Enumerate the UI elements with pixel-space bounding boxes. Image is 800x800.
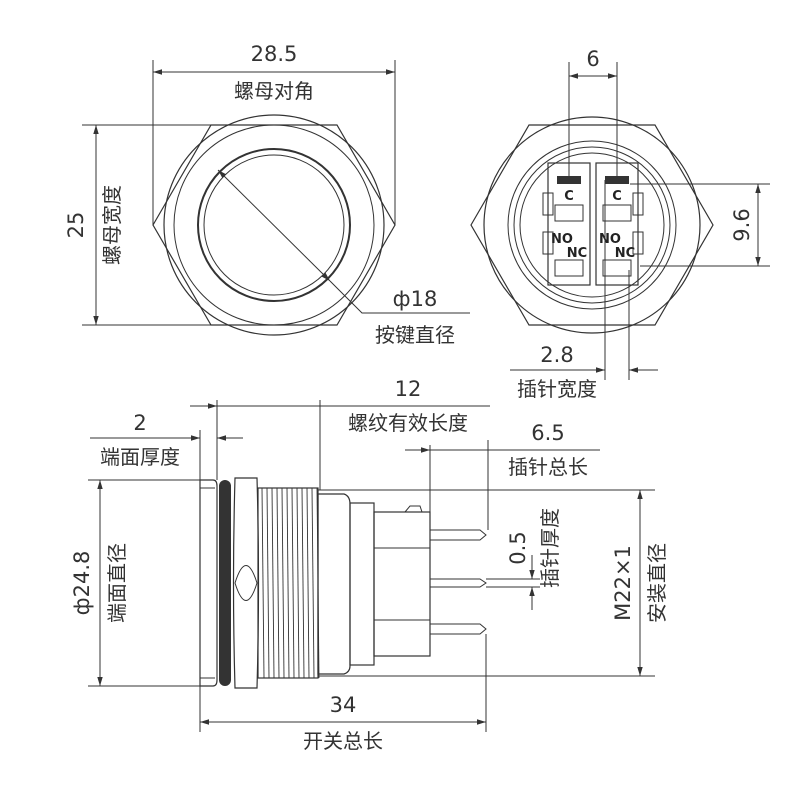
pin-thickness-label: 插针厚度 xyxy=(538,508,562,588)
rear-hex-nut xyxy=(470,124,714,326)
face-thickness-value: 2 xyxy=(133,411,146,435)
rear-housing-ring-3 xyxy=(519,152,665,298)
pin-spacing-value: 6 xyxy=(586,47,599,71)
thread-ridge xyxy=(306,487,310,679)
thread-ridge xyxy=(276,487,280,679)
face-thickness-label: 端面厚度 xyxy=(100,445,180,469)
nut-diagonal-label: 螺母对角 xyxy=(234,79,314,103)
face-diameter-value: ф24.8 xyxy=(70,551,94,616)
front-button-inner xyxy=(203,154,345,296)
side-nut xyxy=(232,477,260,689)
terminal-c-left: C xyxy=(564,189,574,204)
thread-ridge xyxy=(261,487,265,679)
terminal-nc-right: NC xyxy=(615,246,635,261)
side-end-face xyxy=(199,479,218,687)
nut-diagonal-value: 28.5 xyxy=(251,42,298,66)
thread-ridge xyxy=(311,487,315,679)
thread-ridge xyxy=(291,487,295,679)
thread-ridge xyxy=(296,487,300,679)
terminal-nc-left: NC xyxy=(567,246,587,261)
rear-pin-bottom-left xyxy=(554,259,584,277)
thread-ridge xyxy=(286,487,290,679)
button-diameter-dimension-line xyxy=(217,169,331,282)
thread-length-value: 12 xyxy=(395,377,422,401)
terminal-no-right: NO xyxy=(599,232,621,247)
front-view: 28.5 螺母对角 25 螺母宽度 ф18 按键直径 xyxy=(64,42,470,347)
mount-diameter-label: 安装直径 xyxy=(645,543,669,623)
thread-ridge xyxy=(266,487,270,679)
face-diameter-label: 端面直径 xyxy=(105,543,129,623)
side-thread-ridges xyxy=(261,487,320,679)
rear-pin-bottom-right xyxy=(602,259,632,277)
terminal-no-left: NO xyxy=(551,232,573,247)
total-length-label: 开关总长 xyxy=(303,729,383,753)
pin-height-value: 9.6 xyxy=(730,208,754,241)
rear-housing-ring-2 xyxy=(513,146,671,304)
front-bezel-ring xyxy=(173,124,375,326)
rear-housing-outer xyxy=(483,116,701,334)
side-rear-housing xyxy=(317,493,351,675)
thread-ridge xyxy=(271,487,275,679)
button-diameter-value: ф18 xyxy=(393,287,438,311)
side-pin-bottom xyxy=(429,623,487,635)
pin-length-value: 6.5 xyxy=(531,421,564,445)
nut-width-value: 25 xyxy=(64,212,88,239)
rear-view: C C NO NC NO NC 6 9.6 2.8 插针宽度 xyxy=(470,47,770,401)
side-terminal-housing xyxy=(349,502,375,666)
thread-ridge xyxy=(281,487,285,679)
side-pin-middle xyxy=(429,578,487,588)
side-pin-top xyxy=(429,529,487,541)
pin-width-label: 插针宽度 xyxy=(517,377,597,401)
rear-pin-mid-right xyxy=(602,204,632,222)
rear-pin-mid-left xyxy=(554,204,584,222)
side-o-ring xyxy=(219,480,231,686)
front-bezel-outer xyxy=(163,114,385,336)
thread-length-label: 螺纹有效长度 xyxy=(348,411,468,435)
pin-length-label: 插针总长 xyxy=(508,455,588,479)
pin-width-value: 2.8 xyxy=(540,343,573,367)
rear-housing-ring-1 xyxy=(507,140,677,310)
button-diameter-label: 按键直径 xyxy=(375,323,455,347)
nut-width-label: 螺母宽度 xyxy=(100,185,124,265)
terminal-c-right: C xyxy=(612,189,622,204)
side-view: 2 端面厚度 12 螺纹有效长度 6.5 插针总长 ф24.8 端面直径 0.5… xyxy=(70,377,669,753)
thread-ridge xyxy=(301,487,305,679)
pin-thickness-value: 0.5 xyxy=(506,531,530,564)
mount-diameter-value: M22×1 xyxy=(611,545,635,621)
total-length-value: 34 xyxy=(330,693,357,717)
front-button-face xyxy=(197,148,351,302)
